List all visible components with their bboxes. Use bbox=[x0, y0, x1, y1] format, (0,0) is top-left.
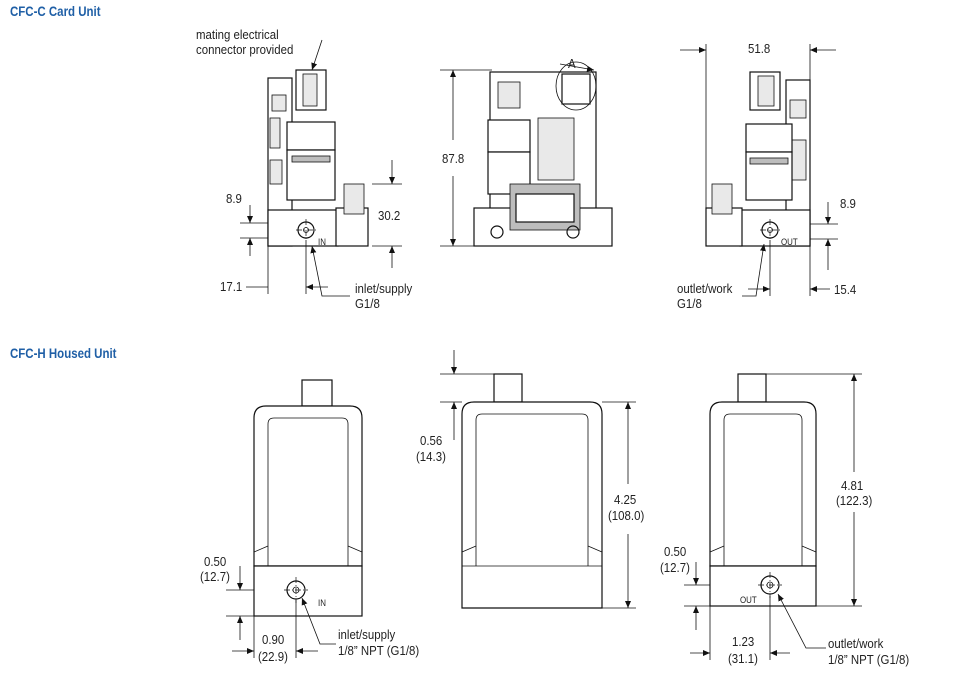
card-right-width-dim: 51.8 bbox=[748, 41, 771, 56]
housed-body-height-mm: (108.0) bbox=[608, 508, 645, 523]
connector-callout-line2: connector provided bbox=[196, 42, 294, 57]
housed-outlet-line2: 1/8” NPT (G1/8) bbox=[828, 652, 910, 667]
card-out-label: OUT bbox=[781, 237, 798, 247]
card-total-height-dim: 87.8 bbox=[442, 151, 465, 166]
housed-outlet-line1: outlet/work bbox=[828, 636, 884, 651]
view-a-label: A bbox=[568, 56, 576, 71]
card-inlet-line1: inlet/supply bbox=[355, 281, 413, 296]
connector-callout-line1: mating electrical bbox=[196, 27, 279, 42]
housed-right-width-mm: (31.1) bbox=[728, 651, 758, 666]
card-right-height-dim: 8.9 bbox=[840, 196, 856, 211]
housed-out-label: OUT bbox=[740, 595, 757, 605]
housed-left-width-mm: (22.9) bbox=[258, 649, 288, 664]
housed-unit-center-view bbox=[440, 350, 636, 609]
card-outlet-line2: G1/8 bbox=[677, 296, 702, 311]
housed-left-height-in: 0.50 bbox=[204, 554, 227, 569]
housed-right-height-mm: (12.7) bbox=[660, 560, 690, 575]
housed-left-width-in: 0.90 bbox=[262, 632, 285, 647]
card-in-label: IN bbox=[318, 237, 326, 247]
housed-total-height-mm: (122.3) bbox=[836, 493, 873, 508]
housed-in-label: IN bbox=[318, 598, 326, 608]
card-unit-heading: CFC-C Card Unit bbox=[10, 3, 101, 19]
card-unit-right-view bbox=[680, 44, 838, 297]
card-inlet-line2: G1/8 bbox=[355, 296, 380, 311]
housed-total-height-in: 4.81 bbox=[841, 478, 864, 493]
housed-body-height-in: 4.25 bbox=[614, 492, 637, 507]
card-left-offset-dim: 30.2 bbox=[378, 208, 401, 223]
card-right-offset-dim: 15.4 bbox=[834, 282, 857, 297]
housed-top-height-in: 0.56 bbox=[420, 433, 443, 448]
housed-inlet-line2: 1/8” NPT (G1/8) bbox=[338, 643, 420, 658]
housed-unit-heading: CFC-H Housed Unit bbox=[10, 345, 117, 361]
housed-left-height-mm: (12.7) bbox=[200, 569, 230, 584]
card-left-height-dim: 8.9 bbox=[226, 191, 242, 206]
housed-right-width-in: 1.23 bbox=[732, 634, 755, 649]
housed-unit-right-view bbox=[684, 373, 862, 660]
card-unit-center-view bbox=[440, 61, 613, 247]
card-unit-left-view bbox=[240, 39, 402, 297]
housed-top-height-mm: (14.3) bbox=[416, 449, 446, 464]
housed-right-height-in: 0.50 bbox=[664, 544, 687, 559]
card-outlet-line1: outlet/work bbox=[677, 281, 733, 296]
housed-unit-left-view bbox=[226, 379, 363, 658]
card-left-width-dim: 17.1 bbox=[220, 279, 243, 294]
housed-inlet-line1: inlet/supply bbox=[338, 627, 396, 642]
